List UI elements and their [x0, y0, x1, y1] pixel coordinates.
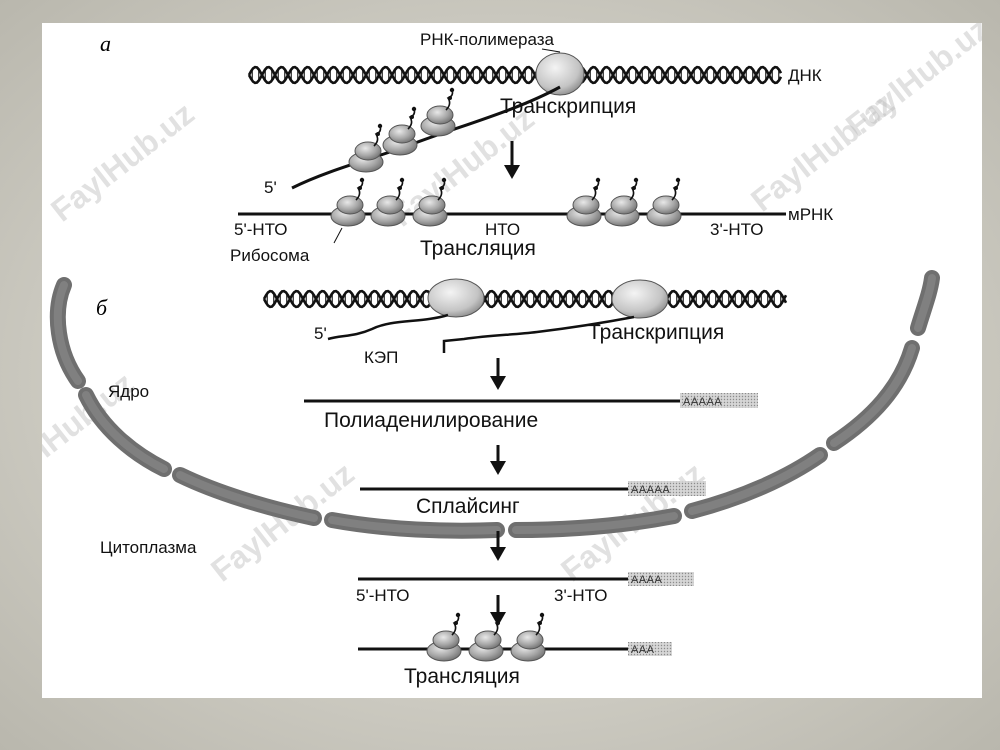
transcription-label-a: Транскрипция: [500, 95, 636, 118]
dna-strand: [247, 65, 783, 85]
panel-a-letter: а: [100, 31, 111, 56]
mrna-label: мРНК: [788, 205, 833, 224]
arrow-down-icon: [490, 531, 506, 561]
polya-tail-4: [628, 642, 672, 656]
utr3-label-b: 3'-НТО: [554, 586, 607, 605]
ribosome-group-nascent: [348, 87, 456, 173]
nuclear-membrane: [49, 270, 940, 539]
panel-b-letter: б: [96, 295, 108, 320]
ribosome-group-mrna: [330, 177, 682, 227]
cytoplasm-label: Цитоплазма: [100, 538, 197, 557]
cap-label: КЭП: [364, 348, 398, 367]
nucleus-label: Ядро: [108, 382, 149, 401]
ribosome-group-cytoplasm: [426, 612, 546, 662]
dna-label: ДНК: [788, 66, 822, 85]
watermark: FaylHub.uz: [44, 95, 201, 228]
dna-strand: [262, 289, 788, 309]
dna-strand: [262, 289, 788, 309]
polya-tail-3: [628, 572, 694, 586]
nascent-rna-b2: [442, 315, 635, 353]
ribosome: [420, 87, 456, 137]
polya-text-1: AAAAA: [683, 396, 722, 408]
ribosome: [604, 177, 640, 227]
ribosome: [412, 177, 448, 227]
dna-helix-a: [247, 65, 783, 85]
polya-tail-2: [628, 481, 706, 496]
polymerase-label: РНК-полимераза: [420, 30, 555, 49]
slide: FaylHub.uz FaylHub.uz FaylHub.uz FaylHub…: [42, 23, 982, 698]
ribosome: [382, 106, 418, 156]
ribosome: [468, 612, 504, 662]
rna-polymerase-b2: [611, 279, 669, 319]
ribosome: [348, 123, 384, 173]
translation-label-b: Трансляция: [404, 665, 520, 688]
ribosome-label: Рибосома: [230, 246, 310, 265]
ribosome: [566, 177, 602, 227]
membrane-segment: [78, 387, 172, 477]
polymerase-pointer: [541, 48, 561, 53]
transcription-label-b: Транскрипция: [588, 321, 724, 344]
ribosome-pointer: [333, 227, 343, 244]
utr3-label-a: 3'-НТО: [710, 220, 763, 239]
ribosome: [510, 612, 546, 662]
dna-strand: [247, 65, 783, 85]
polyadenylation-label: Полиаденилирование: [324, 409, 538, 432]
arrow-down-icon: [490, 358, 506, 390]
arrow-down-icon: [490, 445, 506, 475]
five-prime-a: 5': [264, 178, 277, 197]
utr5-label-a: 5'-НТО: [234, 220, 287, 239]
ribosome: [370, 177, 406, 227]
polya-text-4: AAA: [631, 644, 655, 656]
polya-text-2: AAAAA: [631, 484, 670, 496]
membrane-segment: [826, 340, 920, 451]
polya-text-3: AAAA: [631, 574, 663, 586]
nto-label-a: НТО: [485, 220, 520, 239]
ribosome: [646, 177, 682, 227]
rna-polymerase-b1: [427, 278, 485, 318]
translation-label-a: Трансляция: [420, 237, 536, 260]
rna-polymerase-a: [535, 52, 585, 96]
nascent-rna-b1: [327, 313, 449, 341]
watermark: FaylHub.uz: [839, 23, 982, 144]
ribosome: [330, 177, 366, 227]
utr5-label-b: 5'-НТО: [356, 586, 409, 605]
dna-helix-b: [262, 289, 788, 309]
gene-expression-diagram: FaylHub.uz FaylHub.uz FaylHub.uz FaylHub…: [42, 23, 982, 688]
five-prime-b: 5': [314, 324, 327, 343]
ribosome: [426, 612, 462, 662]
splicing-label: Сплайсинг: [416, 495, 520, 518]
arrow-down-icon: [504, 141, 520, 179]
polya-tail-1: [680, 393, 758, 408]
